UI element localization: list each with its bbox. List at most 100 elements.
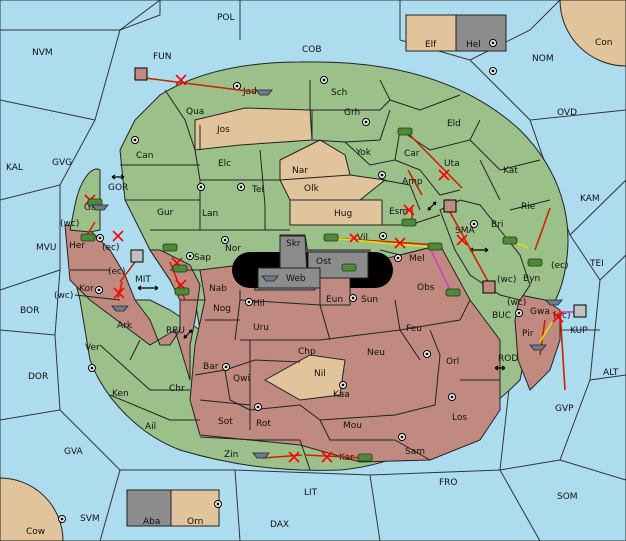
inset-orn[interactable]	[170, 489, 220, 527]
land-label: Chp	[298, 347, 316, 357]
army-vil[interactable]	[323, 233, 339, 242]
land-label: Bri	[491, 220, 503, 230]
sea-label: Cow	[26, 527, 45, 537]
coast-label: (ec)	[102, 243, 120, 253]
army-her[interactable]	[80, 233, 96, 242]
land-label: Gwa	[530, 307, 550, 317]
sea-label: NOM	[532, 54, 554, 64]
army-sap2[interactable]	[172, 264, 188, 273]
fleet-zin[interactable]	[252, 452, 270, 459]
land-label: Sap	[194, 253, 211, 263]
sea-label: NVM	[32, 48, 53, 58]
inset-label: Aba	[143, 517, 160, 527]
land-label: Hil	[253, 299, 265, 309]
inset-aba[interactable]	[126, 489, 172, 527]
army-kar[interactable]	[357, 453, 373, 462]
fleet-gor[interactable]	[91, 204, 109, 211]
land-label: Nog	[213, 304, 231, 314]
land-label: Mel	[409, 254, 425, 264]
land-label: Olk	[304, 184, 320, 194]
inset-label: Orn	[187, 517, 203, 527]
land-label: Eld	[447, 119, 461, 129]
land-label: Sch	[331, 88, 347, 98]
land-label: Kor	[79, 284, 94, 294]
land-label: Kaa	[333, 390, 350, 400]
sea-label: POL	[217, 13, 235, 23]
land-label: Ost	[316, 257, 332, 267]
land-label: Rot	[256, 419, 271, 429]
port-box-buc[interactable]	[482, 280, 496, 294]
coast-label: (ec)	[551, 261, 569, 271]
region-borders	[70, 79, 551, 471]
fleet-web[interactable]	[261, 275, 279, 282]
land-label: Pir	[522, 329, 534, 339]
land-label: Can	[136, 151, 154, 161]
sea-label: ROD	[498, 354, 518, 364]
sea-label: KAL	[6, 163, 23, 173]
land-label: Yok	[355, 148, 372, 158]
land-label: Tel	[251, 185, 264, 195]
land-label: Nil	[314, 369, 326, 379]
land-label: Her	[69, 241, 85, 251]
land-label: Lan	[202, 209, 218, 219]
sea-label: SOM	[557, 492, 578, 502]
sea-label: GVP	[555, 404, 574, 414]
sea-label: FRO	[439, 478, 458, 488]
sea-label: LIT	[304, 488, 318, 498]
army-byn[interactable]	[527, 258, 543, 267]
land-label: Orl	[446, 357, 459, 367]
land-label: Nar	[292, 166, 308, 176]
land-label: Web	[286, 274, 306, 284]
region-olk[interactable]	[279, 174, 387, 201]
land-label: Obs	[417, 283, 435, 293]
land-label: Elc	[218, 159, 231, 169]
fleet-kor[interactable]	[111, 305, 129, 312]
region-nil[interactable]	[263, 354, 346, 401]
sea-label: BUC	[492, 311, 511, 321]
army-sap3[interactable]	[174, 287, 190, 296]
region-eun[interactable]	[319, 277, 351, 306]
fleet-jad[interactable]	[255, 89, 273, 96]
land-label: Los	[452, 413, 467, 423]
land-label: Mou	[343, 421, 362, 431]
fleet-pir[interactable]	[529, 344, 547, 351]
land-label: SMA	[455, 226, 475, 236]
land-label: Zin	[224, 450, 238, 460]
army-bri[interactable]	[502, 236, 518, 245]
fleet-gwa[interactable]	[545, 299, 563, 306]
sea-label: FUN	[153, 52, 172, 62]
sea-label: ALT	[603, 368, 619, 378]
army-obs[interactable]	[445, 288, 461, 297]
armies	[80, 127, 543, 462]
sea-label: COB	[302, 45, 322, 55]
coast-label: (wc)	[60, 219, 79, 229]
port-box-fun[interactable]	[134, 67, 148, 81]
coast-label: (wc)	[54, 291, 73, 301]
army-ost[interactable]	[341, 263, 357, 272]
land-label: Uru	[253, 323, 269, 333]
land-label: Sot	[218, 417, 233, 427]
army-sap[interactable]	[162, 243, 178, 252]
west-arm-red[interactable]	[64, 224, 201, 381]
land-cow-corner[interactable]	[0, 477, 64, 541]
inset-hel[interactable]	[455, 14, 507, 52]
sea-label: GVA	[64, 447, 84, 457]
land-label: Kar	[339, 453, 354, 463]
port-box-mit[interactable]	[130, 249, 144, 263]
land-label: Ark	[117, 321, 133, 331]
port-box-kup[interactable]	[573, 304, 587, 318]
coast-label: (ec)	[553, 311, 571, 321]
land-nwm-corner[interactable]	[559, 0, 626, 67]
army-car[interactable]	[397, 127, 413, 136]
land-label: Grh	[344, 108, 360, 118]
army-esm[interactable]	[401, 218, 417, 227]
land-label: Gur	[157, 208, 174, 218]
gaw-peninsula[interactable]	[69, 168, 101, 233]
army-mel[interactable]	[427, 242, 443, 251]
port-box-sma[interactable]	[443, 199, 457, 213]
land-label: Hug	[334, 209, 352, 219]
land-label: Sam	[405, 447, 425, 457]
region-hug[interactable]	[289, 199, 383, 226]
supply-centers	[58, 39, 523, 523]
land-label: Nor	[225, 244, 241, 254]
